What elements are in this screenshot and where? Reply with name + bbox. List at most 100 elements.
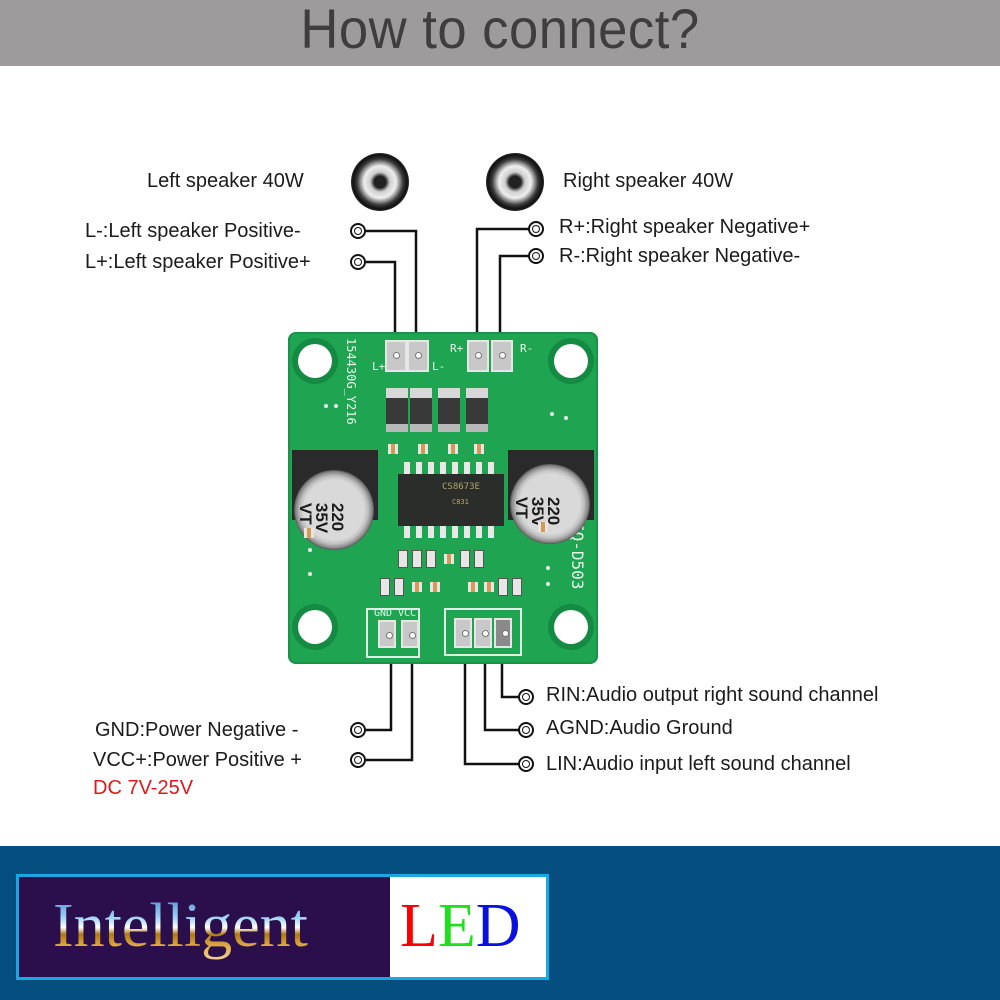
silk-l-minus: L- <box>432 360 446 373</box>
pad-gnd <box>378 620 396 648</box>
label-l-minus: L-:Left speaker Positive- <box>85 220 301 242</box>
chip-code: C831 <box>452 498 469 506</box>
capacitor-right <box>510 464 590 544</box>
silk-l-plus: L+ <box>372 360 386 373</box>
connector-ring-icon <box>350 722 366 738</box>
pad-vcc <box>401 620 419 648</box>
chip-pin <box>404 462 410 474</box>
label-r-minus: R-:Right speaker Negative- <box>559 245 801 267</box>
smd-resistor <box>426 550 436 568</box>
chip-pin <box>464 526 470 538</box>
chip-pin <box>428 462 434 474</box>
via <box>308 548 312 552</box>
inductor <box>386 388 408 432</box>
chip-pin <box>416 526 422 538</box>
smd-cap <box>444 554 454 564</box>
label-voltage: DC 7V-25V <box>93 777 194 799</box>
wire-agnd <box>483 652 519 732</box>
left-speaker-label: Left speaker 40W <box>147 170 304 192</box>
via <box>550 412 554 416</box>
right-speaker-icon <box>486 153 544 211</box>
wire-l-plus <box>366 260 397 352</box>
mount-hole <box>554 344 588 378</box>
chip-pin <box>464 462 470 474</box>
brand-logo: Intelligent LED <box>16 874 549 980</box>
via <box>546 582 550 586</box>
silk-r-minus: R- <box>520 342 534 355</box>
via <box>564 416 568 420</box>
smd-cap <box>538 522 548 532</box>
led-letter-d: D <box>475 892 521 960</box>
led-letter-l: L <box>400 892 438 960</box>
label-rin: RIN:Audio output right sound channel <box>546 684 879 706</box>
label-agnd: AGND:Audio Ground <box>546 717 733 739</box>
page-title: How to connect? <box>300 0 700 60</box>
amplifier-chip: CS8673E C831 <box>398 474 504 526</box>
right-speaker-label: Right speaker 40W <box>563 170 734 192</box>
connector-ring-icon <box>528 221 544 237</box>
label-gnd: GND:Power Negative - <box>95 719 299 741</box>
left-speaker-icon <box>351 153 409 211</box>
via <box>546 566 550 570</box>
chip-pin <box>476 526 482 538</box>
chip-pin <box>404 526 410 538</box>
wire-rin <box>500 652 519 699</box>
smd-resistor <box>498 578 508 596</box>
smd-cap <box>418 444 428 454</box>
pad-l-plus <box>385 340 407 372</box>
chip-pin <box>452 526 458 538</box>
chip-pin <box>440 462 446 474</box>
connector-ring-icon <box>350 254 366 270</box>
header-banner: How to connect? <box>0 0 1000 66</box>
wire-vcc <box>366 652 414 762</box>
power-connector-outline <box>366 608 420 658</box>
mount-hole <box>298 344 332 378</box>
wire-l-minus <box>366 229 418 352</box>
label-l-plus: L+:Left speaker Positive+ <box>85 251 311 273</box>
smd-resistor <box>474 550 484 568</box>
smd-cap <box>304 528 314 538</box>
smd-cap <box>474 444 484 454</box>
wire-r-minus <box>498 254 529 352</box>
smd-cap <box>468 582 478 592</box>
connector-ring-icon <box>518 689 534 705</box>
pad-rin <box>494 618 512 648</box>
smd-resistor <box>380 578 390 596</box>
pad-r-minus <box>491 340 513 372</box>
board-silk-id: 154430G_Y216 <box>344 338 358 425</box>
pad-l-minus <box>407 340 429 372</box>
smd-resistor <box>412 550 422 568</box>
logo-white-panel <box>390 877 546 977</box>
silk-r-plus: R+ <box>450 342 464 355</box>
chip-marking: CS8673E <box>442 482 480 492</box>
led-letter-e: E <box>437 892 476 960</box>
inductor <box>410 388 432 432</box>
amplifier-board: 154430G_Y216 IQ-D503 L+ L- R+ R- CS8673E… <box>288 332 598 664</box>
smd-resistor <box>398 550 408 568</box>
inductor <box>438 388 460 432</box>
via <box>334 404 338 408</box>
mount-hole <box>554 610 588 644</box>
chip-pin <box>488 526 494 538</box>
wire-lin <box>463 652 519 766</box>
smd-resistor <box>394 578 404 596</box>
wire-gnd <box>366 652 393 732</box>
chip-pin <box>416 462 422 474</box>
chip-pin <box>488 462 494 474</box>
chip-pin <box>428 526 434 538</box>
smd-resistor <box>512 578 522 596</box>
smd-cap <box>430 582 440 592</box>
smd-cap <box>412 582 422 592</box>
brand-led: LED <box>400 891 521 961</box>
chip-pin <box>452 462 458 474</box>
connector-ring-icon <box>350 223 366 239</box>
pad-r-plus <box>467 340 489 372</box>
label-lin: LIN:Audio input left sound channel <box>546 753 851 775</box>
smd-cap <box>484 582 494 592</box>
connector-ring-icon <box>518 756 534 772</box>
inductor <box>466 388 488 432</box>
smd-cap <box>448 444 458 454</box>
label-vcc: VCC+:Power Positive + <box>93 749 302 771</box>
via <box>308 572 312 576</box>
